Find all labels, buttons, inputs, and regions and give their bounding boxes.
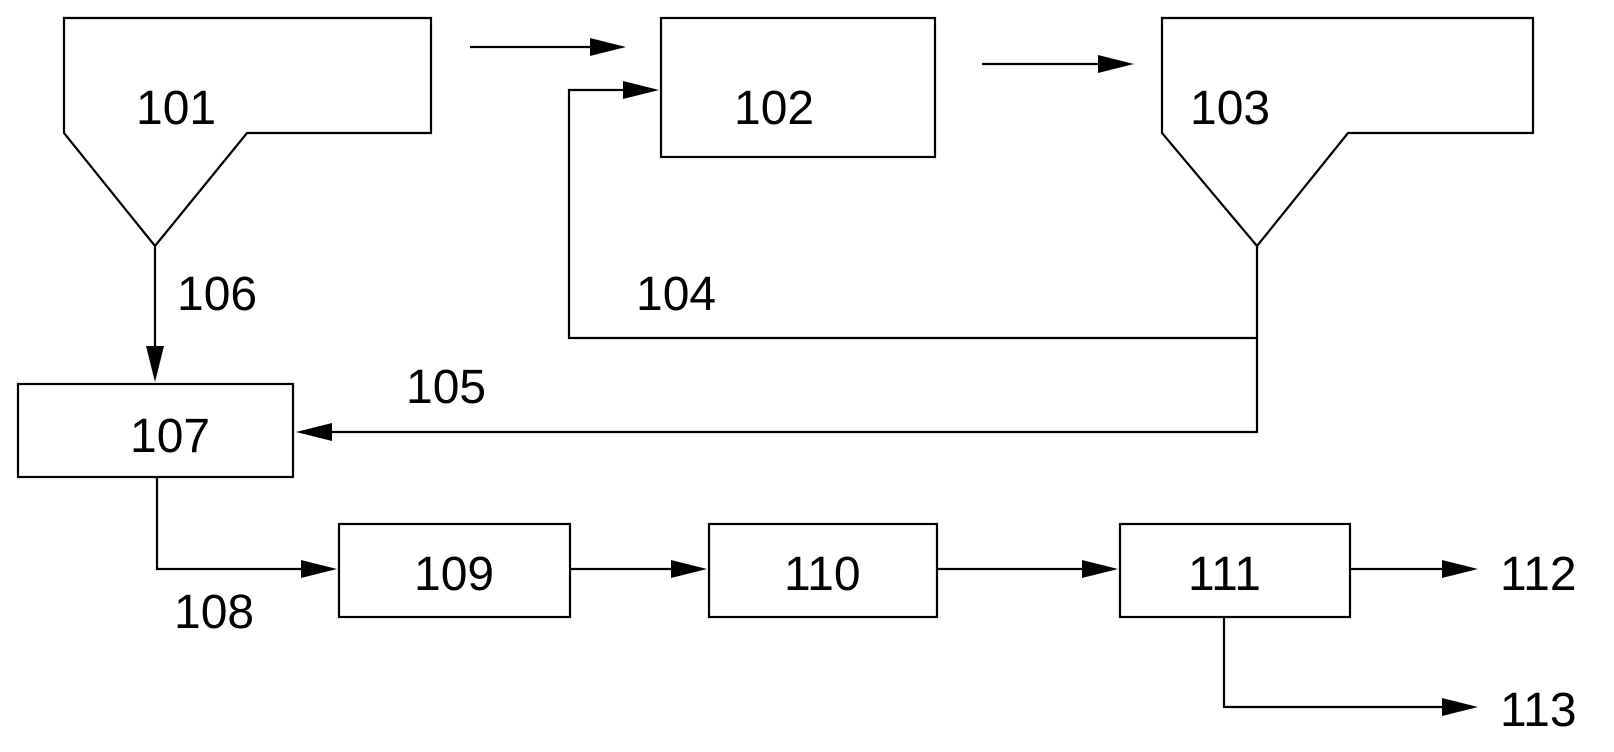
box-107: 107 bbox=[16, 382, 295, 479]
stream-104-label: 104 bbox=[636, 268, 716, 321]
arrow-102-to-103 bbox=[982, 55, 1134, 73]
stream-106-label: 106 bbox=[177, 268, 257, 321]
arrow-110-to-111 bbox=[937, 560, 1118, 578]
stream-112-label: 112 bbox=[1500, 548, 1577, 601]
box-102-label: 102 bbox=[734, 82, 814, 135]
stream-108: 108 bbox=[155, 477, 337, 639]
hopper-103-label: 103 bbox=[1190, 82, 1270, 135]
hopper-101: 101 bbox=[62, 16, 433, 248]
arrow-109-to-110 bbox=[570, 560, 707, 578]
stream-105-label: 105 bbox=[406, 361, 486, 414]
stream-105: 105 bbox=[296, 338, 1259, 441]
stream-108-label: 108 bbox=[174, 586, 254, 639]
stream-112: 112 bbox=[1350, 548, 1577, 601]
box-109: 109 bbox=[337, 522, 572, 619]
box-111: 111 bbox=[1118, 522, 1352, 619]
box-110-label: 110 bbox=[784, 548, 861, 601]
box-109-label: 109 bbox=[414, 548, 494, 601]
stream-113-label: 113 bbox=[1500, 684, 1577, 737]
box-102: 102 bbox=[659, 16, 937, 159]
box-110: 110 bbox=[707, 522, 939, 619]
hopper-101-label: 101 bbox=[136, 82, 216, 135]
hopper-103: 103 bbox=[1160, 16, 1535, 248]
arrow-101-to-102 bbox=[470, 38, 626, 56]
stream-104: 104 bbox=[567, 81, 1259, 340]
stream-113: 113 bbox=[1222, 617, 1577, 737]
stream-106: 106 bbox=[146, 246, 257, 382]
box-111-label: 111 bbox=[1188, 548, 1261, 601]
box-107-label: 107 bbox=[130, 410, 210, 463]
